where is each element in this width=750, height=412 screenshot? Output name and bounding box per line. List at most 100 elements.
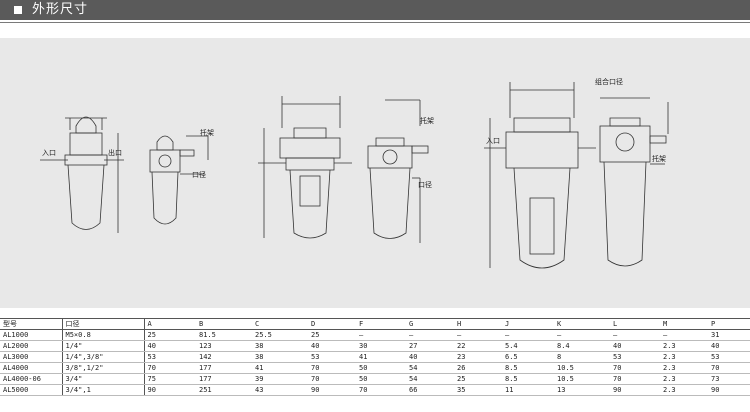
table-cell: 50 bbox=[356, 362, 406, 374]
table-cell: 31 bbox=[708, 329, 750, 341]
table-cell: 3/4" bbox=[62, 373, 145, 385]
table-cell: 53 bbox=[308, 351, 356, 363]
dimension-drawing-svg: 入口 出口 托架 口径 托架 口径 入口 组合口径 托架 bbox=[40, 77, 669, 269]
table-cell: 177 bbox=[196, 373, 252, 385]
table-cell: 40 bbox=[610, 340, 660, 352]
table-cell: 22 bbox=[454, 340, 502, 352]
mount-label-2: 托架 bbox=[420, 116, 434, 125]
table-cell: — bbox=[454, 329, 502, 341]
table-cell: 40 bbox=[708, 340, 750, 352]
table-cell: 30 bbox=[356, 340, 406, 352]
header-bullet-icon bbox=[14, 6, 22, 14]
table-cell: AL3000 bbox=[0, 351, 63, 363]
table-cell: 53 bbox=[610, 351, 660, 363]
table-cell: AL4000-06 bbox=[0, 373, 63, 385]
table-cell: 39 bbox=[252, 373, 308, 385]
table-cell: AL2000 bbox=[0, 340, 63, 352]
table-cell: 70 bbox=[610, 373, 660, 385]
table-cell: 53 bbox=[144, 351, 196, 363]
table-cell: 3/4",1 bbox=[62, 384, 145, 396]
table-cell: 25 bbox=[308, 329, 356, 341]
al1000-side-view bbox=[149, 135, 209, 225]
table-cell: 23 bbox=[454, 351, 502, 363]
table-cell: 90 bbox=[144, 384, 196, 396]
table-cell: 90 bbox=[308, 384, 356, 396]
table-cell: 70 bbox=[308, 362, 356, 374]
al4000-front-view bbox=[484, 82, 596, 269]
table-cell: — bbox=[610, 329, 660, 341]
section-title: 外形尺寸 bbox=[32, 2, 89, 17]
column-header: M bbox=[660, 318, 708, 330]
table-cell: 90 bbox=[610, 384, 660, 396]
table-cell: 8.5 bbox=[502, 362, 554, 374]
column-header: J bbox=[502, 318, 554, 330]
table-cell: 70 bbox=[356, 384, 406, 396]
column-header: H bbox=[454, 318, 502, 330]
table-cell: 177 bbox=[196, 362, 252, 374]
table-cell: — bbox=[356, 329, 406, 341]
table-cell: 54 bbox=[406, 373, 454, 385]
table-cell: AL5000 bbox=[0, 384, 63, 396]
table-cell: 10.5 bbox=[554, 373, 610, 385]
table-cell: 70 bbox=[708, 362, 750, 374]
dimension-drawing: 入口 出口 托架 口径 托架 口径 入口 组合口径 托架 bbox=[0, 38, 750, 308]
table-cell: 35 bbox=[454, 384, 502, 396]
table-cell: — bbox=[554, 329, 610, 341]
column-header: B bbox=[196, 318, 252, 330]
mount-label-1: 托架 bbox=[200, 128, 214, 137]
table-cell: 8 bbox=[554, 351, 610, 363]
table-cell: 73 bbox=[708, 373, 750, 385]
table-cell: 2.3 bbox=[660, 362, 708, 374]
table-cell: M5×0.8 bbox=[62, 329, 145, 341]
table-cell: 123 bbox=[196, 340, 252, 352]
mount-label-3: 托架 bbox=[652, 154, 666, 163]
column-header: G bbox=[406, 318, 454, 330]
table-cell: 43 bbox=[252, 384, 308, 396]
table-cell: 6.5 bbox=[502, 351, 554, 363]
table-cell: 70 bbox=[144, 362, 196, 374]
inlet-label-1: 入口 bbox=[42, 149, 56, 157]
column-header: 口径 bbox=[62, 318, 145, 330]
column-header: F bbox=[356, 318, 406, 330]
outlet-label-1: 出口 bbox=[108, 148, 122, 157]
table-cell: 41 bbox=[252, 362, 308, 374]
al4000-side-view bbox=[599, 97, 669, 267]
table-cell: 38 bbox=[252, 340, 308, 352]
table-cell: 1/4" bbox=[62, 340, 145, 352]
table-cell: 10.5 bbox=[554, 362, 610, 374]
table-cell: 40 bbox=[144, 340, 196, 352]
column-header: 型号 bbox=[0, 318, 63, 330]
column-header: K bbox=[554, 318, 610, 330]
table-cell: 38 bbox=[252, 351, 308, 363]
table-cell: 50 bbox=[356, 373, 406, 385]
section-header: 外形尺寸 bbox=[0, 0, 750, 20]
al1000-front-view bbox=[40, 116, 124, 233]
table-cell: AL1000 bbox=[0, 329, 63, 341]
table-cell: 81.5 bbox=[196, 329, 252, 341]
table-cell: 66 bbox=[406, 384, 454, 396]
header-divider bbox=[0, 22, 750, 23]
table-cell: 8.5 bbox=[502, 373, 554, 385]
al2000-side-view bbox=[367, 99, 429, 243]
table-cell: 2.3 bbox=[660, 340, 708, 352]
table-cell: — bbox=[660, 329, 708, 341]
table-cell: 8.4 bbox=[554, 340, 610, 352]
table-cell: 70 bbox=[308, 373, 356, 385]
table-cell: 75 bbox=[144, 373, 196, 385]
column-header: P bbox=[708, 318, 750, 330]
table-cell: 142 bbox=[196, 351, 252, 363]
table-cell: 25 bbox=[454, 373, 502, 385]
column-header: L bbox=[610, 318, 660, 330]
gauge-port-label: 组合口径 bbox=[595, 77, 623, 86]
table-cell: 11 bbox=[502, 384, 554, 396]
table-cell: 26 bbox=[454, 362, 502, 374]
table-cell: 40 bbox=[308, 340, 356, 352]
table-cell: — bbox=[502, 329, 554, 341]
